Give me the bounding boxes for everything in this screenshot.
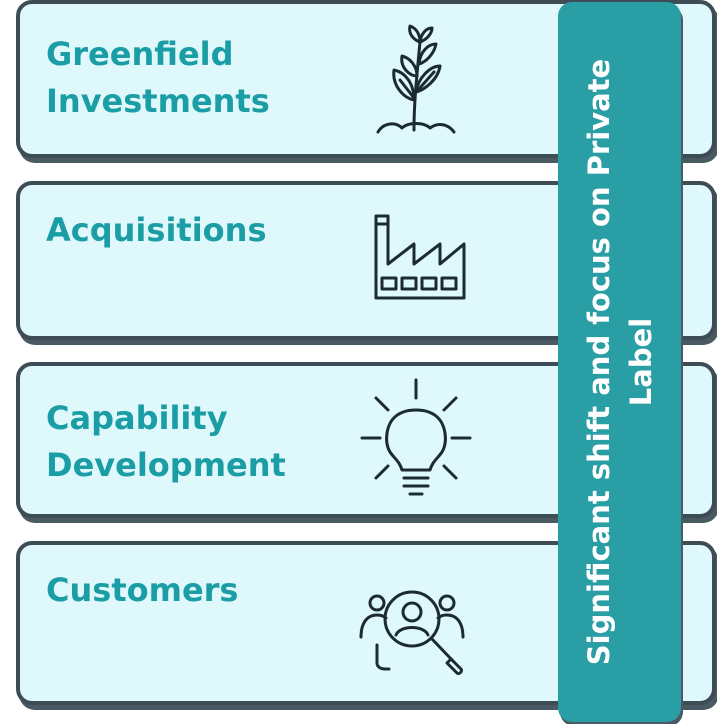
factory-icon: [370, 210, 468, 302]
sprout-icon: [370, 24, 460, 136]
card-label: Acquisitions: [46, 211, 267, 249]
banner-text: Significant shift and focus on Private L…: [581, 58, 658, 666]
customer-search-icon: [355, 583, 469, 675]
private-label-banner: Significant shift and focus on Private L…: [558, 2, 681, 722]
card-label: Customers: [46, 571, 239, 609]
card-label: Greenfield Investments: [46, 35, 270, 120]
card-label: Capability Development: [46, 399, 286, 484]
lightbulb-icon: [360, 378, 472, 502]
